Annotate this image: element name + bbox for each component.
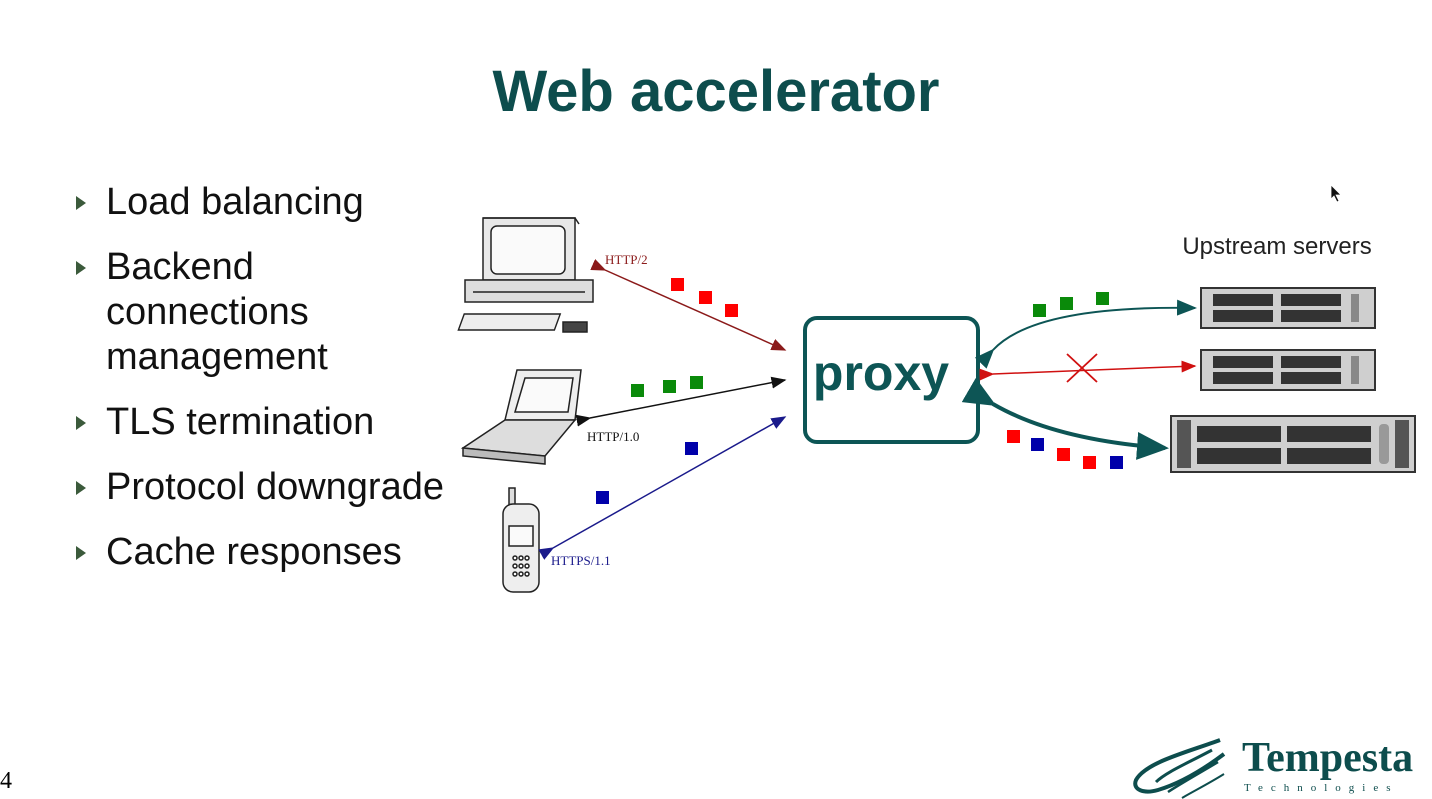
bullet-text: Backend connections management bbox=[106, 246, 328, 378]
page-number: 4 bbox=[0, 768, 12, 794]
blue-packet bbox=[1031, 438, 1044, 451]
red-packet bbox=[725, 304, 738, 317]
proxy-diagram: HTTP/2 HTTP/1.0 HTTPS/1.1 proxy Upstream… bbox=[457, 217, 1416, 593]
bullet-arrow-icon bbox=[76, 481, 86, 495]
bullet-text: Cache responses bbox=[106, 531, 402, 573]
upstream-link-3-arrow bbox=[961, 377, 1169, 460]
server-1-icon bbox=[1200, 287, 1376, 329]
bullet-arrow-icon bbox=[76, 416, 86, 430]
upstream-servers-label: Upstream servers bbox=[1182, 233, 1371, 260]
bullet-item: Load balancing bbox=[72, 180, 452, 225]
bullet-item: Backend connections management bbox=[72, 245, 452, 380]
blue-packet bbox=[596, 491, 609, 504]
green-packet bbox=[631, 384, 644, 397]
red-packet bbox=[1057, 448, 1070, 461]
bullet-item: Protocol downgrade bbox=[72, 465, 452, 510]
server-2-icon bbox=[1200, 349, 1376, 391]
green-packet bbox=[663, 380, 676, 393]
green-packet bbox=[1060, 297, 1073, 310]
bullet-text: TLS termination bbox=[106, 401, 375, 443]
feature-list: Load balancing Backend connections manag… bbox=[72, 180, 452, 595]
tempesta-logo-icon bbox=[1133, 738, 1226, 799]
logo-wordmark: Tempesta bbox=[1242, 735, 1414, 781]
red-packet bbox=[671, 278, 684, 291]
green-packet bbox=[1033, 304, 1046, 317]
bullet-arrow-icon bbox=[76, 196, 86, 210]
desktop-computer-icon bbox=[457, 217, 594, 333]
mobile-phone-icon bbox=[502, 487, 540, 593]
slide-title: Web accelerator bbox=[492, 59, 940, 124]
bullet-arrow-icon bbox=[76, 546, 86, 560]
green-packet bbox=[690, 376, 703, 389]
red-packet bbox=[699, 291, 712, 304]
bullet-arrow-icon bbox=[76, 261, 86, 275]
green-packet bbox=[1096, 292, 1109, 305]
server-3-icon bbox=[1170, 415, 1416, 473]
logo-subtitle: Technologies bbox=[1244, 782, 1399, 794]
bullet-text: Load balancing bbox=[106, 181, 364, 223]
red-packet bbox=[1083, 456, 1096, 469]
blue-packet bbox=[1110, 456, 1123, 469]
blue-packet bbox=[685, 442, 698, 455]
bullet-text: Protocol downgrade bbox=[106, 466, 444, 508]
upstream-link-1-arrow bbox=[974, 299, 1197, 369]
laptop-icon bbox=[460, 369, 582, 465]
http2-label: HTTP/2 bbox=[605, 252, 648, 267]
proxy-label: proxy bbox=[813, 345, 949, 401]
http10-label: HTTP/1.0 bbox=[587, 429, 639, 444]
failed-connection-icon bbox=[1066, 353, 1098, 383]
red-packet bbox=[1007, 430, 1020, 443]
upstream-link-2-arrow bbox=[979, 360, 1197, 381]
https11-link-arrow bbox=[538, 416, 787, 560]
https11-label: HTTPS/1.1 bbox=[551, 553, 611, 568]
http10-link-arrow bbox=[575, 376, 787, 427]
mouse-cursor-icon bbox=[1330, 184, 1342, 203]
bullet-item: Cache responses bbox=[72, 530, 452, 575]
http2-link-arrow bbox=[590, 259, 787, 351]
bullet-item: TLS termination bbox=[72, 400, 452, 445]
